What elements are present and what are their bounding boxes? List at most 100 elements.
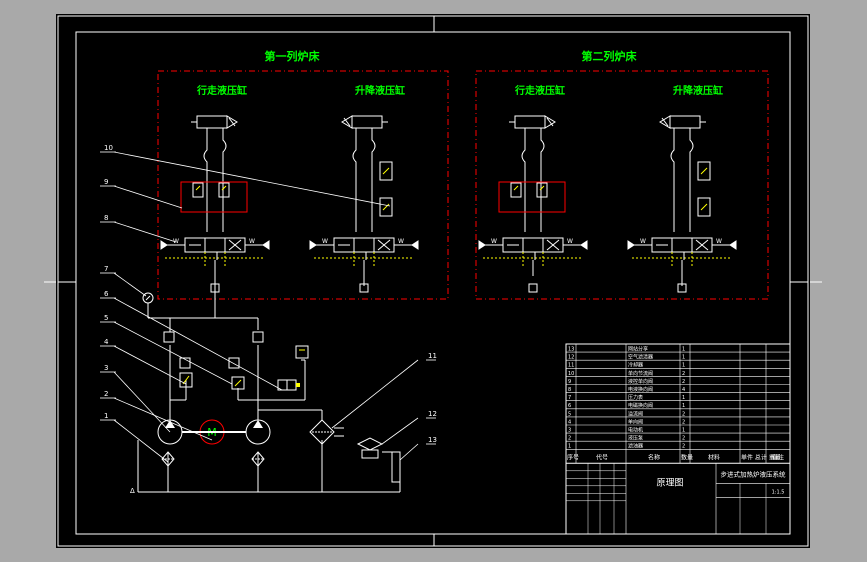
bom-row-name: 液控单向阀 bbox=[628, 378, 653, 385]
spring-label-right: W bbox=[249, 238, 255, 245]
solenoid-valve bbox=[277, 379, 300, 391]
bom-row-number: 7 bbox=[568, 395, 571, 401]
bom-row-name: 压力表 bbox=[628, 394, 643, 401]
bom-row-name: 电液换向阀 bbox=[628, 386, 653, 393]
bom-row: 7 压力表 1 bbox=[566, 394, 790, 401]
bom-header-cell: 数量 bbox=[681, 453, 693, 461]
callout-1: 1 bbox=[100, 412, 169, 463]
spring-label-left: W bbox=[173, 238, 179, 245]
callout-12: 12 bbox=[381, 410, 437, 445]
label-lift-cylinder-1: 升降液压缸 bbox=[355, 84, 405, 97]
bom-row-number: 3 bbox=[568, 428, 571, 434]
bom-row-qty: 1 bbox=[682, 403, 685, 409]
bom-row-number: 12 bbox=[568, 355, 574, 361]
bom-row-name: 电磁换向阀 bbox=[628, 402, 653, 409]
bom-row-number: 13 bbox=[568, 347, 574, 353]
callout-11: 11 bbox=[331, 352, 437, 429]
bom-row-qty: 2 bbox=[682, 371, 685, 377]
bom-row-name: 空气滤清器 bbox=[628, 354, 653, 361]
bom-header-cell: 单件 总计 重量 bbox=[741, 453, 781, 461]
bom-row-name: 液压泵 bbox=[628, 435, 643, 442]
scale-value: 1:1.5 bbox=[772, 489, 785, 495]
svg-text:2: 2 bbox=[104, 390, 108, 398]
callout-13: 13 bbox=[399, 436, 437, 461]
bom-row-number: 2 bbox=[568, 436, 571, 442]
drawing-name: 原理图 bbox=[656, 477, 683, 488]
bom-row-number: 4 bbox=[568, 419, 571, 425]
callout-10: 10 bbox=[100, 144, 391, 207]
svg-text:10: 10 bbox=[104, 144, 113, 152]
bom-row: 1 滤油器 2 bbox=[566, 443, 790, 450]
bom-row: 4 单向阀 2 bbox=[566, 418, 790, 425]
bom-row-name: 滤油器 bbox=[628, 443, 643, 450]
callout-3: 3 bbox=[100, 364, 171, 433]
bom-row-qty: 2 bbox=[682, 411, 685, 417]
svg-text:9: 9 bbox=[104, 178, 108, 186]
bom-row-qty: 1 bbox=[682, 355, 685, 361]
bom-row-name: 网站分享 bbox=[628, 346, 648, 353]
bom-row: 12 空气滤清器 1 bbox=[566, 354, 790, 361]
spring-label-right: W bbox=[567, 238, 573, 245]
main-pipes bbox=[137, 260, 683, 493]
filter-right bbox=[251, 451, 265, 467]
bom-row-number: 6 bbox=[568, 403, 571, 409]
outer-border bbox=[57, 15, 809, 547]
bom-row-name: 电动机 bbox=[628, 427, 643, 434]
bom-row-qty: 2 bbox=[682, 379, 685, 385]
project-name: 步进式加热炉液压系统 bbox=[721, 469, 787, 478]
bom-row-qty: 1 bbox=[682, 363, 685, 369]
dashed-box-first bbox=[157, 70, 449, 300]
bom-row-name: 单向阀 bbox=[628, 418, 643, 425]
svg-text:8: 8 bbox=[104, 214, 108, 222]
bom-header-cell: 序号 bbox=[567, 453, 579, 461]
bom-row-name: 单向节流阀 bbox=[628, 370, 653, 377]
svg-text:3: 3 bbox=[104, 364, 108, 372]
cooler bbox=[309, 419, 344, 445]
bom-row-qty: 2 bbox=[682, 444, 685, 450]
callout-7: 7 bbox=[100, 265, 147, 297]
callout-9: 9 bbox=[100, 178, 183, 209]
svg-text:6: 6 bbox=[104, 290, 109, 298]
callout-8: 8 bbox=[100, 214, 177, 243]
bom-row-number: 5 bbox=[568, 411, 571, 417]
bom-row-qty: 2 bbox=[682, 419, 685, 425]
spring-label-left: W bbox=[640, 238, 646, 245]
bom-row-qty: 1 bbox=[682, 395, 685, 401]
spring-label-right: W bbox=[716, 238, 722, 245]
dashed-box-second bbox=[475, 70, 769, 300]
svg-text:11: 11 bbox=[428, 352, 437, 360]
centering-marks bbox=[44, 16, 822, 546]
svg-text:12: 12 bbox=[428, 410, 437, 418]
label-travel-cylinder-1: 行走液压缸 bbox=[196, 84, 247, 97]
bom-row-qty: 4 bbox=[682, 387, 685, 393]
spring-label-right: W bbox=[398, 238, 404, 245]
svg-text:13: 13 bbox=[428, 436, 437, 444]
bom-row-number: 1 bbox=[568, 444, 571, 450]
bom-header-cell: 材料 bbox=[708, 453, 720, 461]
bom-header-cell: 名称 bbox=[648, 453, 660, 461]
bom-row-number: 11 bbox=[568, 363, 574, 369]
svg-text:5: 5 bbox=[104, 314, 108, 322]
tank-symbol: Δ bbox=[130, 487, 135, 495]
drawing-sheet bbox=[56, 14, 810, 548]
bom-header-cell: 备注 bbox=[772, 453, 784, 461]
callout-6: 6 bbox=[100, 290, 283, 391]
bom-header-cell: 代号 bbox=[596, 453, 608, 461]
spring-label-left: W bbox=[322, 238, 328, 245]
